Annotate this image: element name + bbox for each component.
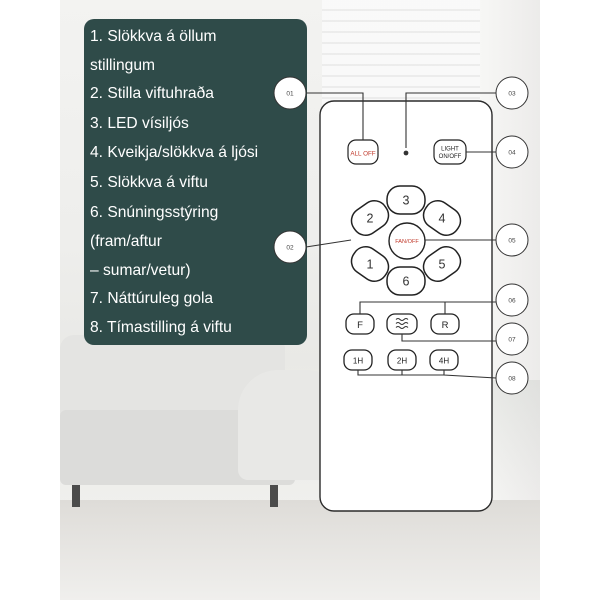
speed-button-3[interactable]: 3 xyxy=(386,185,426,215)
remote-body xyxy=(319,100,493,512)
timer-2h-button[interactable]: 2H xyxy=(387,349,417,371)
legend-line: stillingum xyxy=(90,57,155,74)
all-off-button[interactable]: ALL OFF xyxy=(347,139,379,165)
legend-line: 1. Slökkva á öllum xyxy=(90,28,217,45)
legend-line: 6. Snúningsstýring xyxy=(90,204,219,221)
timer-4h-button[interactable]: 4H xyxy=(429,349,459,371)
legend-line: 8. Tímastilling á viftu xyxy=(90,319,232,336)
fan-off-button[interactable]: FAN/OFF xyxy=(388,222,426,260)
callout-label: 03 xyxy=(508,91,516,98)
speed-button-4[interactable]: 4 xyxy=(418,196,465,241)
forward-label: F xyxy=(357,320,363,331)
callout-05: 05 xyxy=(495,223,529,257)
legend-panel: 1. Slökkva á öllum stillingum 2. Stilla … xyxy=(84,19,307,345)
callout-label: 01 xyxy=(286,91,294,98)
callout-04: 04 xyxy=(495,135,529,169)
forward-button[interactable]: F xyxy=(345,313,375,335)
speed-label: 3 xyxy=(403,194,410,208)
speed-label: 6 xyxy=(403,275,410,289)
light-label-line1: LIGHT xyxy=(441,147,459,153)
legend-line: (fram/aftur xyxy=(90,233,162,250)
reverse-button[interactable]: R xyxy=(430,313,460,335)
leader-lines xyxy=(305,92,497,379)
led-indicator xyxy=(403,150,409,156)
callout-label: 06 xyxy=(508,298,516,305)
legend-line: 4. Kveikja/slökkva á ljósi xyxy=(90,144,259,161)
timer-label: 4H xyxy=(439,357,449,366)
plant-shadow xyxy=(490,380,540,500)
speed-button-2[interactable]: 2 xyxy=(346,196,393,241)
legend-line: 2. Stilla viftuhraða xyxy=(90,85,214,102)
callout-02: 02 xyxy=(273,230,307,264)
sofa-leg xyxy=(72,485,80,507)
speed-label: 2 xyxy=(367,212,374,226)
callout-01: 01 xyxy=(273,76,307,110)
timer-1h-button[interactable]: 1H xyxy=(343,349,373,371)
reverse-label: R xyxy=(442,320,449,331)
timer-label: 1H xyxy=(353,357,363,366)
wind-waves-icon xyxy=(395,318,409,329)
sofa-leg xyxy=(270,485,278,507)
speed-label: 1 xyxy=(367,258,374,272)
legend-line: 5. Slökkva á viftu xyxy=(90,174,208,191)
fan-off-label: FAN/OFF xyxy=(395,239,419,245)
callout-label: 05 xyxy=(508,238,516,245)
all-off-label: ALL OFF xyxy=(350,151,375,158)
speed-button-5[interactable]: 5 xyxy=(418,242,465,287)
speed-button-1[interactable]: 1 xyxy=(346,242,393,287)
callout-label: 08 xyxy=(508,376,516,383)
timer-label: 2H xyxy=(397,357,407,366)
callout-label: 04 xyxy=(508,150,516,157)
callout-06: 06 xyxy=(495,283,529,317)
callout-label: 02 xyxy=(286,245,294,252)
natural-breeze-button[interactable] xyxy=(386,313,418,335)
legend-line: 7. Náttúruleg gola xyxy=(90,290,214,307)
legend-line: – sumar/vetur) xyxy=(90,262,191,279)
speed-label: 5 xyxy=(439,258,446,272)
floor xyxy=(60,500,540,600)
light-on-off-button[interactable]: LIGHT ON/OFF xyxy=(433,139,467,165)
speed-label: 4 xyxy=(439,212,446,226)
callout-03: 03 xyxy=(495,76,529,110)
callout-08: 08 xyxy=(495,361,529,395)
legend-line: 3. LED vísiljós xyxy=(90,115,189,132)
light-label-line2: ON/OFF xyxy=(439,154,462,160)
speed-button-6[interactable]: 6 xyxy=(386,266,426,296)
callout-07: 07 xyxy=(495,322,529,356)
callout-label: 07 xyxy=(508,337,516,344)
